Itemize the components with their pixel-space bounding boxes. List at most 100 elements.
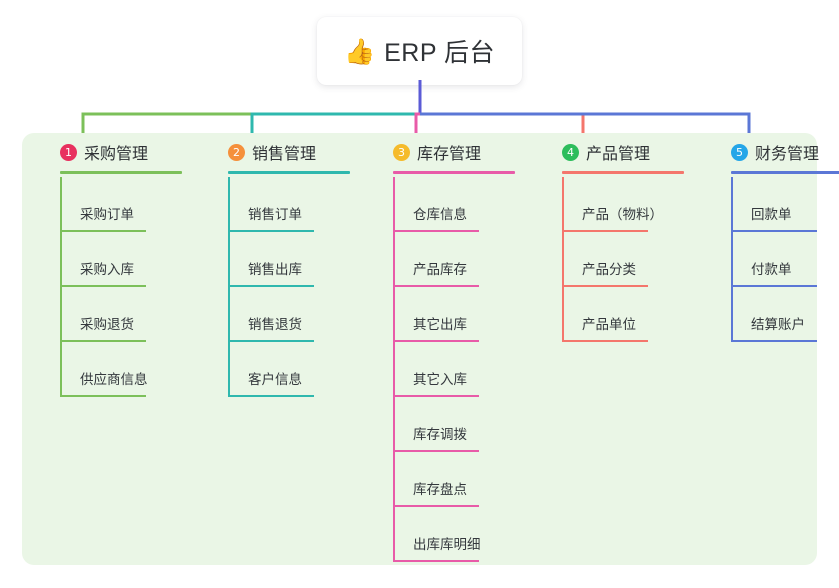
module-header-2[interactable]: 2 销售管理: [209, 133, 369, 171]
module-header-underline: [228, 171, 350, 174]
submodule-underline: [562, 340, 648, 342]
submodule-item[interactable]: 客户信息: [228, 342, 369, 397]
submodule-item[interactable]: 销售退货: [228, 287, 369, 342]
submodule-label: 出库库明细: [413, 537, 481, 552]
submodule-underline: [228, 285, 314, 287]
submodule-underline: [228, 395, 314, 397]
submodule-underline: [228, 340, 314, 342]
module-title: 财务管理: [755, 146, 820, 163]
submodule-underline: [731, 340, 817, 342]
thumbs-up-icon: 👍: [343, 36, 376, 66]
submodule-item[interactable]: 采购订单: [60, 177, 201, 232]
submodule-spine: [562, 177, 564, 342]
module-header-1[interactable]: 1 采购管理: [41, 133, 201, 171]
module-column-1: 1 采购管理采购订单采购入库采购退货供应商信息: [41, 133, 201, 397]
module-header-underline: [393, 171, 515, 174]
submodule-underline: [393, 340, 479, 342]
submodule-label: 结算账户: [751, 317, 805, 332]
submodule-item[interactable]: 仓库信息: [393, 177, 534, 232]
root-title: ERP 后台: [384, 39, 496, 67]
submodule-underline: [60, 340, 146, 342]
submodule-item[interactable]: 其它出库: [393, 287, 534, 342]
submodule-item[interactable]: 产品单位: [562, 287, 703, 342]
submodule-item[interactable]: 供应商信息: [60, 342, 201, 397]
module-header-4[interactable]: 4 产品管理: [543, 133, 703, 171]
submodule-label: 采购入库: [80, 262, 134, 277]
submodule-underline: [393, 395, 479, 397]
submodule-underline: [393, 505, 479, 507]
submodule-item[interactable]: 产品（物料）: [562, 177, 703, 232]
submodule-label: 其它入库: [413, 372, 467, 387]
module-header-5[interactable]: 5 财务管理: [712, 133, 839, 171]
submodule-label: 产品分类: [582, 262, 636, 277]
module-number-badge: 4: [562, 143, 579, 161]
module-column-4: 4 产品管理产品（物料） 产品分类产品单位: [543, 133, 703, 342]
module-title: 产品管理: [586, 146, 651, 163]
submodule-list: 销售订单销售出库销售退货客户信息: [209, 177, 369, 397]
submodule-label: 采购退货: [80, 317, 134, 332]
submodule-item[interactable]: 付款单: [731, 232, 839, 287]
submodule-underline: [562, 285, 648, 287]
connector-lines: [81, 80, 751, 136]
submodule-item[interactable]: 产品库存: [393, 232, 534, 287]
module-column-2: 2 销售管理销售订单销售出库销售退货客户信息: [209, 133, 369, 397]
submodule-label: 产品单位: [582, 317, 636, 332]
submodule-label: 采购订单: [80, 207, 134, 222]
submodule-label: 仓库信息: [413, 207, 467, 222]
root-node-content: 👍 ERP 后台: [344, 33, 495, 69]
submodule-item[interactable]: 其它入库: [393, 342, 534, 397]
submodule-spine: [731, 177, 733, 342]
submodule-list: 仓库信息产品库存其它出库其它入库库存调拨库存盘点出库库明细: [374, 177, 534, 562]
submodule-list: 采购订单采购入库采购退货供应商信息: [41, 177, 201, 397]
submodule-label: 销售出库: [248, 262, 302, 277]
submodule-label: 产品库存: [413, 262, 467, 277]
submodule-item[interactable]: 销售出库: [228, 232, 369, 287]
submodule-underline: [60, 285, 146, 287]
module-header-3[interactable]: 3 库存管理: [374, 133, 534, 171]
module-title: 销售管理: [252, 146, 317, 163]
submodule-item[interactable]: 库存盘点: [393, 452, 534, 507]
submodule-item[interactable]: 采购入库: [60, 232, 201, 287]
submodule-underline: [731, 230, 817, 232]
submodule-underline: [562, 230, 648, 232]
submodule-underline: [60, 230, 146, 232]
submodule-label: 销售订单: [248, 207, 302, 222]
modules-panel: 1 采购管理采购订单采购入库采购退货供应商信息 2 销售管理销售订单销售出库销售退货客…: [22, 133, 839, 565]
submodule-label: 销售退货: [248, 317, 302, 332]
submodule-label: 库存调拨: [413, 427, 467, 442]
submodule-label: 供应商信息: [80, 372, 148, 387]
submodule-underline: [228, 230, 314, 232]
submodule-item[interactable]: 采购退货: [60, 287, 201, 342]
submodule-list: 产品（物料） 产品分类产品单位: [543, 177, 703, 342]
module-column-3: 3 库存管理仓库信息产品库存其它出库其它入库库存调拨库存盘点出库库明细: [374, 133, 534, 562]
module-title: 采购管理: [84, 146, 149, 163]
submodule-spine: [393, 177, 395, 562]
module-number-badge: 1: [60, 143, 77, 161]
submodule-underline: [731, 285, 817, 287]
root-node[interactable]: 👍 ERP 后台: [317, 17, 522, 85]
submodule-label: 产品（物料）: [582, 207, 663, 222]
submodule-item[interactable]: 产品分类: [562, 232, 703, 287]
submodule-underline: [393, 230, 479, 232]
submodule-item[interactable]: 库存调拨: [393, 397, 534, 452]
submodule-underline: [393, 285, 479, 287]
submodule-underline: [393, 450, 479, 452]
submodule-label: 客户信息: [248, 372, 302, 387]
module-number-badge: 5: [731, 143, 748, 161]
submodule-item[interactable]: 回款单: [731, 177, 839, 232]
submodule-underline: [393, 560, 479, 562]
module-header-underline: [60, 171, 182, 174]
submodule-spine: [60, 177, 62, 397]
submodule-list: 回款单付款单结算账户: [712, 177, 839, 342]
submodule-label: 付款单: [751, 262, 792, 277]
submodule-item[interactable]: 结算账户: [731, 287, 839, 342]
submodule-label: 库存盘点: [413, 482, 467, 497]
module-number-badge: 2: [228, 143, 245, 161]
submodule-label: 其它出库: [413, 317, 467, 332]
module-number-badge: 3: [393, 143, 410, 161]
module-title: 库存管理: [417, 146, 482, 163]
submodule-label: 回款单: [751, 207, 792, 222]
module-column-5: 5 财务管理回款单付款单结算账户: [712, 133, 839, 342]
submodule-item[interactable]: 出库库明细: [393, 507, 534, 562]
submodule-item[interactable]: 销售订单: [228, 177, 369, 232]
